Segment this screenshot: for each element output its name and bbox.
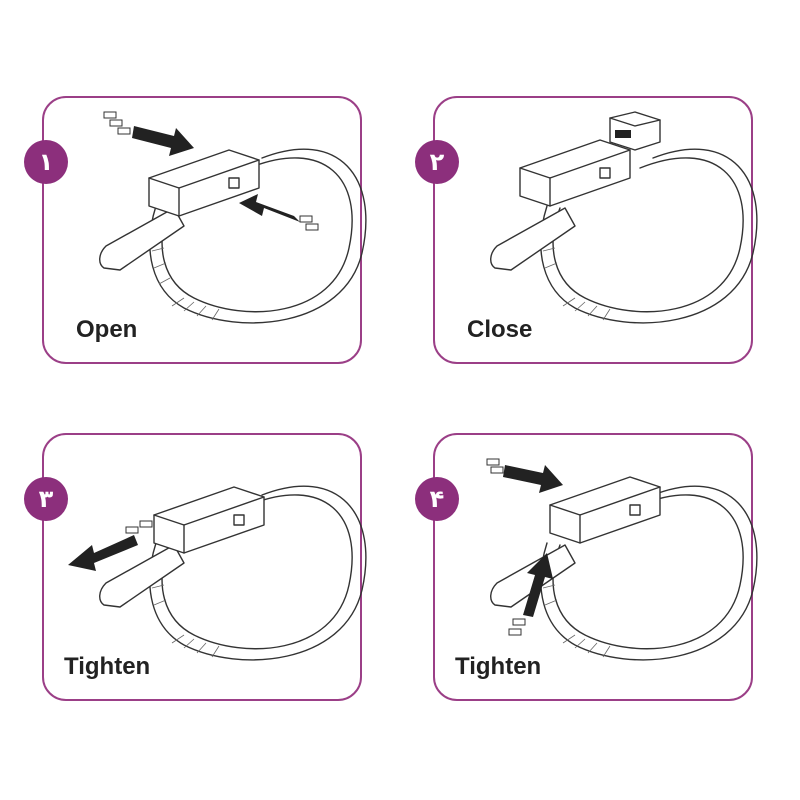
step-panel-close: ٢ Close xyxy=(433,96,753,364)
step-number-badge: ١ xyxy=(24,140,68,184)
step-label: Tighten xyxy=(455,653,541,681)
step-panel-tighten-2: ۴ Tighten xyxy=(433,433,753,701)
step-number-badge: ٣ xyxy=(24,477,68,521)
step-label: Close xyxy=(467,316,532,344)
step-panel-tighten-1: ٣ Tighten xyxy=(42,433,362,701)
step-label: Open xyxy=(76,316,137,344)
step-number-badge: ٢ xyxy=(415,140,459,184)
step-number-badge: ۴ xyxy=(415,477,459,521)
step-panel-open: ١ Open xyxy=(42,96,362,364)
step-label: Tighten xyxy=(64,653,150,681)
